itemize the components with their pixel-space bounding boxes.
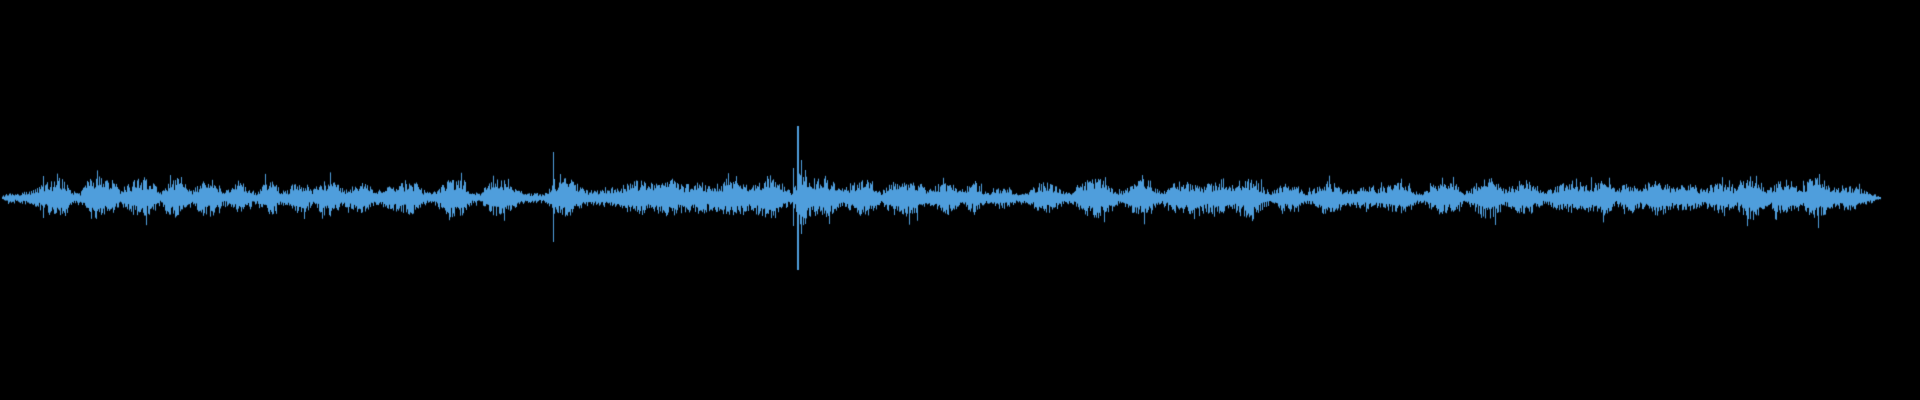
audio-waveform-panel <box>0 0 1920 400</box>
audio-waveform <box>0 0 1920 400</box>
